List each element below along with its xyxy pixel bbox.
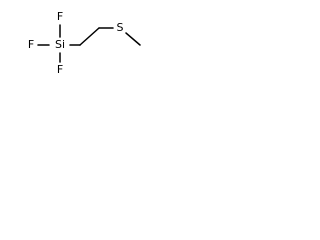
atom-sulfur: S	[117, 21, 124, 34]
bond-s-c3	[125, 32, 141, 46]
molecule-structure: F F F Si S	[28, 10, 141, 76]
atom-fluorine-top: F	[57, 10, 63, 23]
atom-silicon: Si	[55, 38, 65, 51]
atom-fluorine-bottom: F	[57, 63, 63, 76]
bond-c1-c2	[79, 27, 100, 46]
atom-fluorine-left: F	[28, 38, 34, 51]
